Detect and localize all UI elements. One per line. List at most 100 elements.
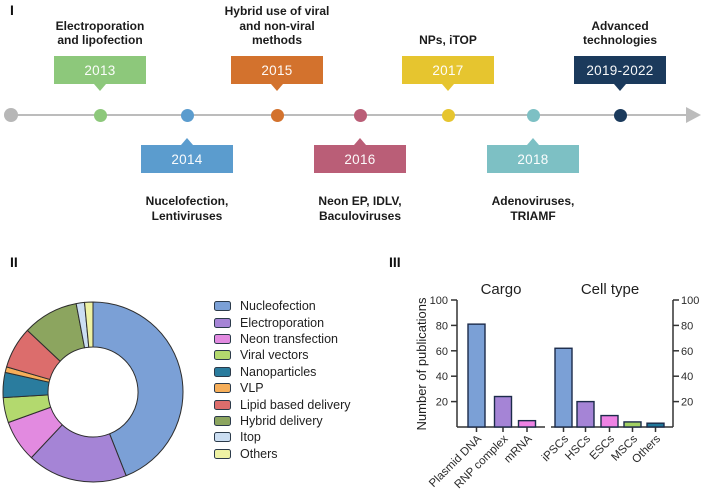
legend-item: Itop bbox=[214, 429, 351, 445]
legend-swatch bbox=[214, 366, 231, 377]
bar bbox=[517, 419, 537, 428]
year-box: 2018 bbox=[487, 145, 579, 173]
year-label: 2017 bbox=[432, 62, 464, 78]
timeline-dot bbox=[180, 108, 194, 122]
legend-swatch bbox=[214, 432, 231, 443]
legend-swatch bbox=[214, 415, 231, 426]
legend-swatch bbox=[214, 350, 231, 361]
bar bbox=[600, 414, 619, 428]
legend-swatch bbox=[214, 448, 231, 459]
legend-label: Itop bbox=[240, 430, 261, 445]
y-axis-title: Number of publications bbox=[414, 297, 429, 430]
bar bbox=[467, 323, 486, 428]
y-tick-label-right: 20 bbox=[681, 397, 693, 409]
year-box-tail bbox=[271, 84, 283, 91]
timeline-dot bbox=[353, 108, 367, 122]
bar bbox=[576, 400, 595, 428]
legend-label: Neon transfection bbox=[240, 331, 338, 346]
year-box: 2015 bbox=[231, 56, 323, 84]
bar bbox=[623, 421, 642, 428]
year-label: 2013 bbox=[84, 62, 116, 78]
timeline-line bbox=[10, 114, 688, 117]
bar bbox=[646, 422, 665, 428]
year-label: 2014 bbox=[171, 151, 203, 167]
legend-label: Viral vectors bbox=[240, 348, 309, 363]
legend-swatch bbox=[214, 317, 231, 328]
timeline-dot bbox=[270, 108, 284, 122]
legend-item: Neon transfection bbox=[214, 331, 351, 347]
year-label: 2018 bbox=[517, 151, 549, 167]
y-tick-label-left: 100 bbox=[430, 295, 448, 307]
legend-label: Nucleofection bbox=[240, 299, 316, 314]
year-box: 2019-2022 bbox=[574, 56, 666, 84]
timeline-dot bbox=[613, 108, 627, 122]
y-tick-label-right: 40 bbox=[681, 371, 693, 383]
year-box-tail bbox=[354, 138, 366, 145]
y-tick-label-left: 60 bbox=[436, 346, 448, 358]
year-label: 2016 bbox=[344, 151, 376, 167]
x-tick-label: HSCs bbox=[563, 433, 593, 463]
event-description: Adenoviruses, TRIAMF bbox=[491, 194, 575, 223]
legend-item: Nucleofection bbox=[214, 298, 351, 314]
bar bbox=[493, 395, 513, 428]
panel-i-label: I bbox=[10, 2, 14, 18]
y-tick-label-left: 20 bbox=[436, 397, 448, 409]
timeline-dot bbox=[526, 108, 540, 122]
timeline-dot bbox=[93, 108, 107, 122]
y-tick-label-right: 60 bbox=[681, 346, 693, 358]
event-description: Advanced technologies bbox=[582, 18, 657, 48]
year-box: 2013 bbox=[54, 56, 146, 84]
panel-ii-label: II bbox=[10, 254, 18, 270]
x-tick-label: iPSCs bbox=[540, 433, 571, 464]
legend-item: VLP bbox=[214, 380, 351, 396]
donut-slice bbox=[84, 301, 94, 348]
legend-swatch bbox=[214, 301, 231, 312]
year-label: 2015 bbox=[261, 62, 293, 78]
legend-label: Nanoparticles bbox=[240, 364, 317, 379]
y-tick-label-left: 80 bbox=[436, 320, 448, 332]
legend-item: Lipid based delivery bbox=[214, 396, 351, 412]
panel-iii-label: III bbox=[389, 254, 401, 270]
year-box-tail bbox=[527, 138, 539, 145]
event-description: NPs, iTOP bbox=[419, 33, 477, 48]
timeline-dot bbox=[441, 108, 455, 122]
legend-swatch bbox=[214, 333, 231, 344]
year-label: 2019-2022 bbox=[586, 62, 654, 78]
legend-label: Hybrid delivery bbox=[240, 413, 323, 428]
event-description: Electroporation and lipofection bbox=[55, 18, 145, 48]
bar bbox=[554, 347, 573, 428]
legend-item: Electroporation bbox=[214, 314, 351, 330]
year-box-tail bbox=[614, 84, 626, 91]
y-tick-label-right: 100 bbox=[681, 295, 699, 307]
year-box: 2014 bbox=[141, 145, 233, 173]
legend-label: VLP bbox=[240, 381, 264, 396]
legend-label: Others bbox=[240, 446, 278, 461]
legend-item: Others bbox=[214, 446, 351, 462]
y-tick-label-right: 80 bbox=[681, 320, 693, 332]
legend-item: Viral vectors bbox=[214, 347, 351, 363]
year-box-tail bbox=[94, 84, 106, 91]
group-title-cargo: Cargo bbox=[481, 281, 522, 298]
group-title-celltype: Cell type bbox=[581, 281, 639, 298]
y-tick-label-left: 40 bbox=[436, 371, 448, 383]
legend-swatch bbox=[214, 383, 231, 394]
timeline-start-dot bbox=[4, 108, 18, 122]
timeline-arrow-icon bbox=[686, 107, 701, 123]
year-box-tail bbox=[181, 138, 193, 145]
year-box-tail bbox=[442, 84, 454, 91]
year-box: 2017 bbox=[402, 56, 494, 84]
x-tick-label: mRNA bbox=[502, 433, 535, 466]
year-box: 2016 bbox=[314, 145, 406, 173]
donut-chart bbox=[2, 301, 184, 483]
event-description: Neon EP, IDLV, Baculoviruses bbox=[318, 194, 402, 223]
legend-label: Lipid based delivery bbox=[240, 397, 351, 412]
bar-chart: 20 20 40 40 60 60 80 80 100 100 Cargo Cell typeNumb… bbox=[414, 281, 699, 491]
legend-label: Electroporation bbox=[240, 315, 325, 330]
event-description: Nucelofection, Lentiviruses bbox=[145, 194, 229, 223]
legend-item: Hybrid delivery bbox=[214, 413, 351, 429]
event-description: Hybrid use of viral and non-viral method… bbox=[224, 4, 330, 48]
legend-item: Nanoparticles bbox=[214, 364, 351, 380]
legend-swatch bbox=[214, 399, 231, 410]
